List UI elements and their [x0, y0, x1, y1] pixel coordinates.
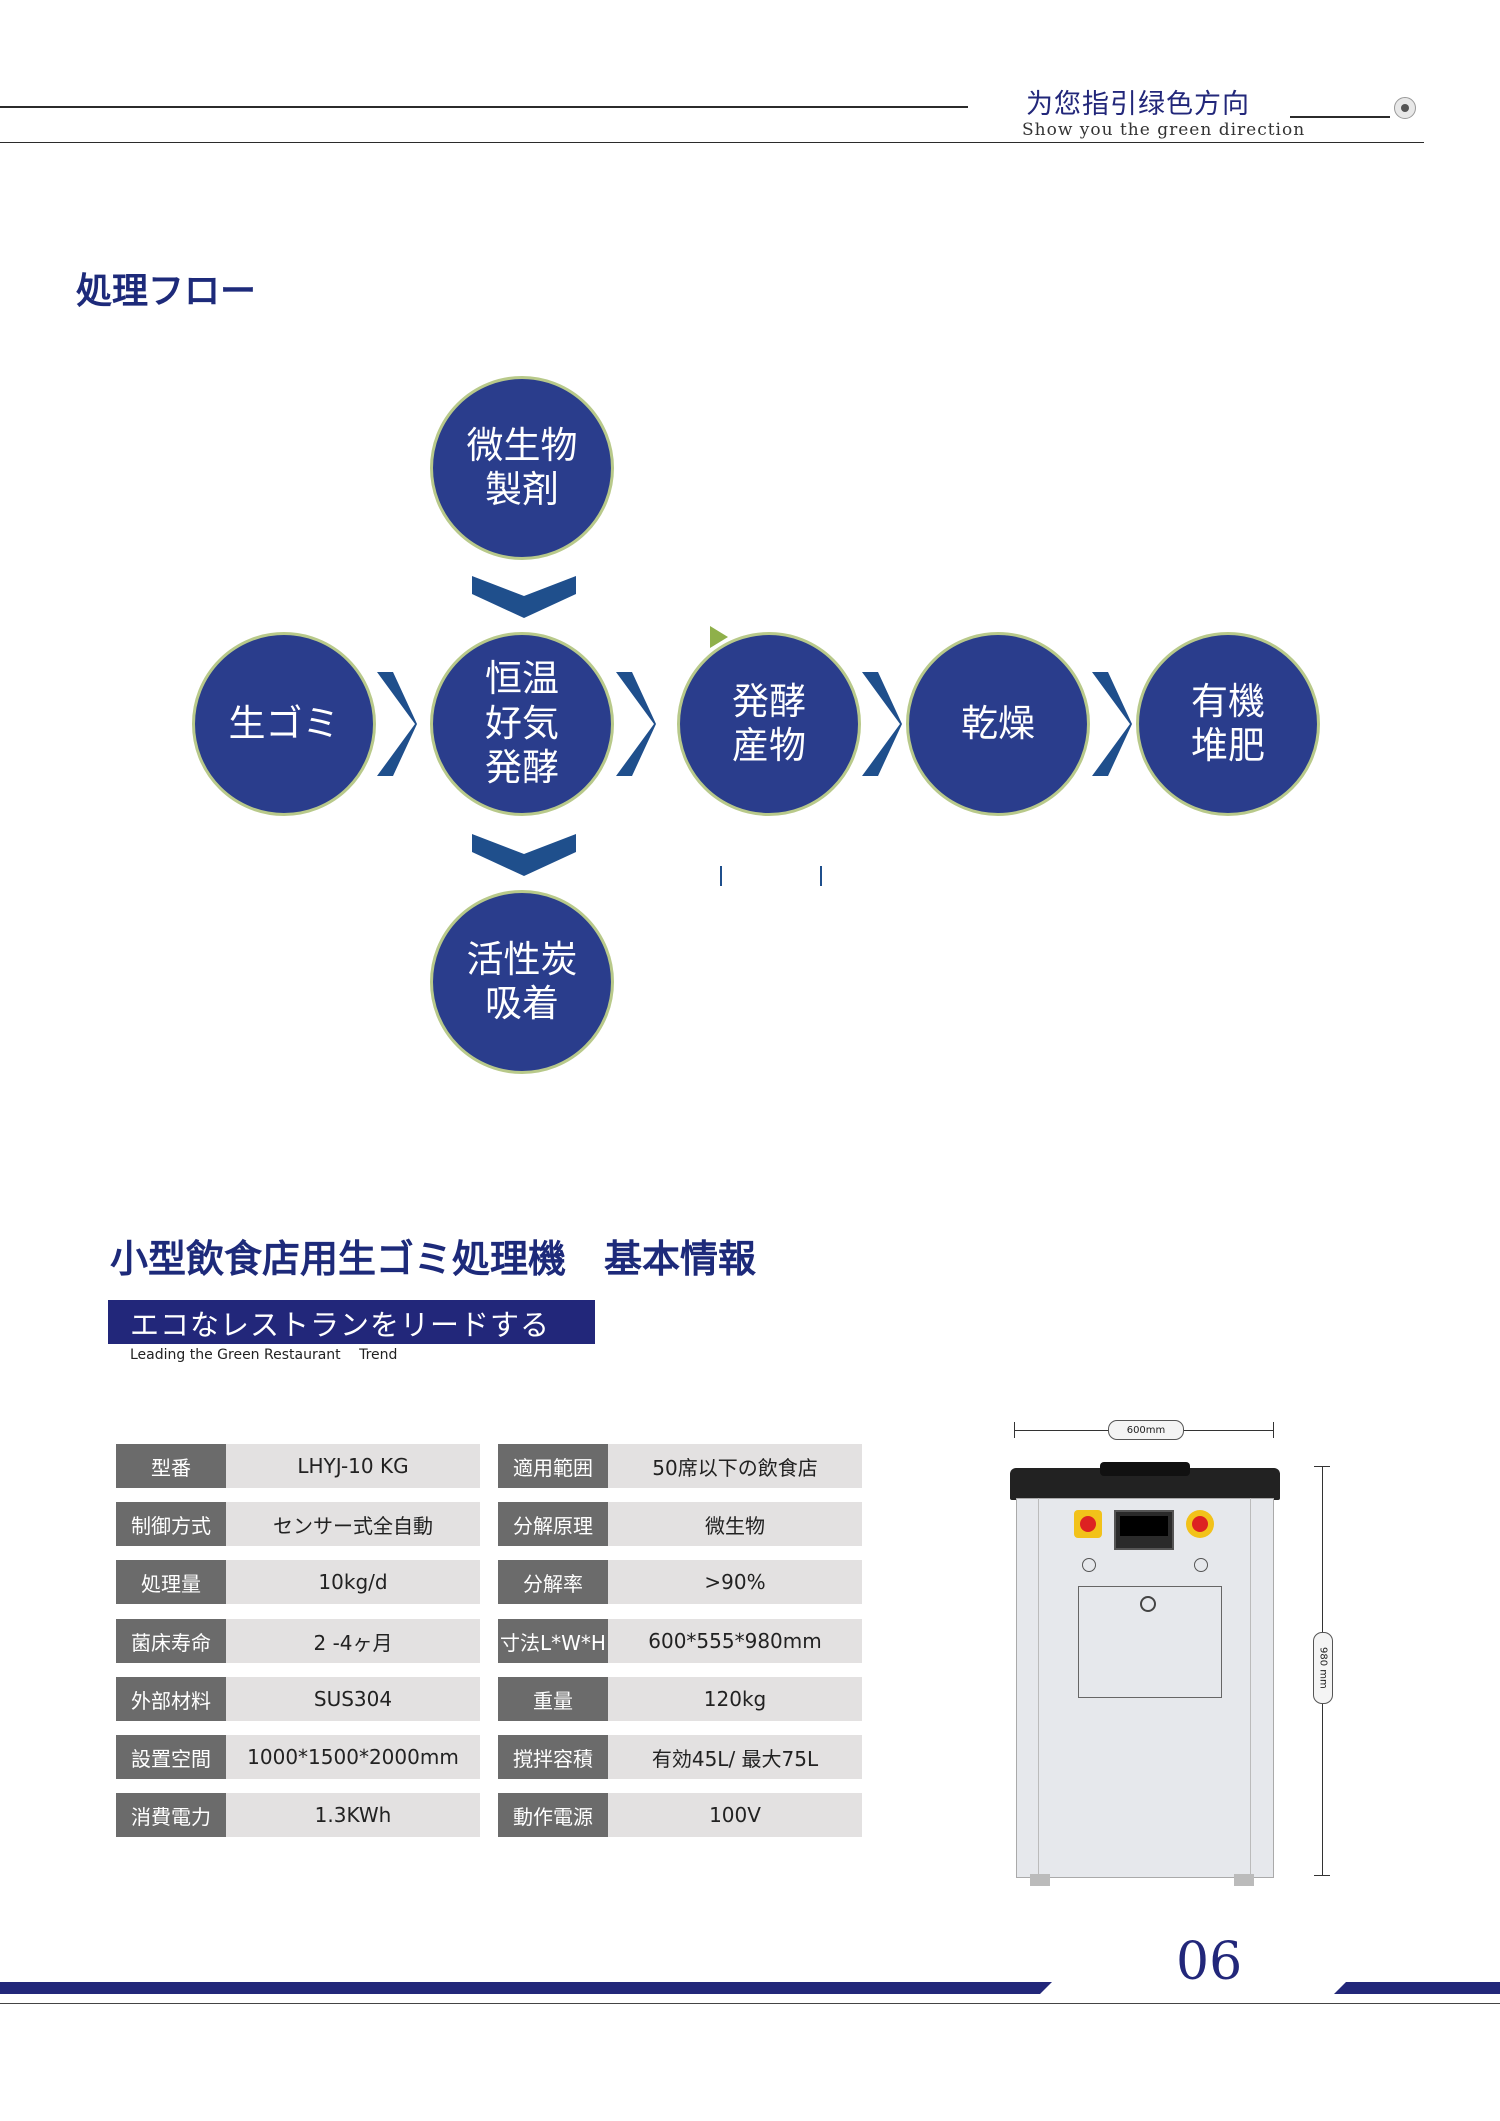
dimension-tick [1273, 1422, 1274, 1438]
info-section-title: 小型飲食店用生ゴミ処理機 基本情報 [110, 1237, 757, 1281]
spec-label: 撹拌容積 [498, 1735, 608, 1779]
spec-label: 適用範囲 [498, 1444, 608, 1488]
spec-value: 600*555*980mm [608, 1619, 862, 1663]
flow-node-product: 発酵 産物 [677, 632, 861, 816]
spec-label: 動作電源 [498, 1793, 608, 1837]
spec-label: 消費電力 [116, 1793, 226, 1837]
width-label: 600mm [1108, 1420, 1184, 1440]
spec-label: 菌床寿命 [116, 1619, 226, 1663]
spec-value: LHYJ-10 KG [226, 1444, 480, 1488]
spec-label: 重量 [498, 1677, 608, 1721]
flow-node-label: 微生物 製剤 [466, 423, 578, 511]
spec-value: 1.3KWh [226, 1793, 480, 1837]
spec-value: 120kg [608, 1677, 862, 1721]
machine-handle [1100, 1462, 1190, 1476]
lock-icon [1140, 1596, 1156, 1612]
flow-node-label: 恒温 好気 発酵 [485, 657, 559, 790]
spec-label: 分解原理 [498, 1502, 608, 1546]
spec-label: 型番 [116, 1444, 226, 1488]
display-screen [1120, 1516, 1168, 1536]
header-slogan-jp: 为您指引绿色方向 [1026, 89, 1250, 120]
subtitle-jp: エコなレストランをリードする [130, 1308, 551, 1342]
flow-node-label: 有機 堆肥 [1191, 679, 1265, 767]
flow-node-compost: 有機 堆肥 [1136, 632, 1320, 816]
spec-value: 10kg/d [226, 1560, 480, 1604]
machine-illustration: 600mm 980 mm [1000, 1418, 1333, 1898]
height-label: 980 mm [1313, 1632, 1333, 1704]
spec-label: 処理量 [116, 1560, 226, 1604]
chevron-down-icon [472, 576, 576, 618]
tick-mark [720, 866, 722, 886]
spec-label: 分解率 [498, 1560, 608, 1604]
spec-value: センサー式全自動 [226, 1502, 480, 1546]
header-rule-short [1290, 116, 1390, 118]
chevron-right-icon [1092, 672, 1132, 776]
spec-value: SUS304 [226, 1677, 480, 1721]
spec-value: 1000*1500*2000mm [226, 1735, 480, 1779]
triangle-marker-icon [710, 626, 728, 648]
flow-node-label: 乾燥 [961, 701, 1035, 745]
machine-foot [1234, 1874, 1254, 1886]
tick-mark [820, 866, 822, 886]
footer-rule [0, 2003, 1500, 2004]
spec-value: 50席以下の飲食店 [608, 1444, 862, 1488]
spec-value: >90% [608, 1560, 862, 1604]
chevron-right-icon [377, 672, 417, 776]
flow-node-fermentation: 恒温 好気 発酵 [430, 632, 614, 816]
header-slogan-en: Show you the green direction [1022, 120, 1306, 140]
header-dot-icon [1394, 97, 1416, 119]
spec-label: 設置空間 [116, 1735, 226, 1779]
subtitle-en: Leading the Green Restaurant Trend [130, 1347, 398, 1363]
machine-body [1016, 1498, 1274, 1878]
spec-value: 2 -4ヶ月 [226, 1619, 480, 1663]
flow-node-charcoal: 活性炭 吸着 [430, 890, 614, 1074]
flow-node-label: 生ゴミ [228, 701, 340, 745]
footer-bar [0, 1982, 1500, 1994]
subtitle-bar [108, 1300, 595, 1344]
switch-knob-icon [1080, 1516, 1096, 1532]
flow-node-label: 発酵 産物 [732, 679, 806, 767]
spec-value: 有効45L/ 最大75L [608, 1735, 862, 1779]
indicator-icon [1194, 1558, 1208, 1572]
header-rule-bottom [0, 142, 1424, 143]
dimension-tick [1014, 1422, 1015, 1438]
flow-node-drying: 乾燥 [906, 632, 1090, 816]
machine-foot [1030, 1874, 1050, 1886]
chevron-down-icon [472, 834, 576, 876]
header-rule-top [0, 106, 968, 108]
chevron-right-icon [862, 672, 902, 776]
indicator-icon [1082, 1558, 1096, 1572]
page-number: 06 [1176, 1932, 1243, 1992]
flow-node-microbe: 微生物 製剤 [430, 376, 614, 560]
dimension-tick [1314, 1466, 1330, 1467]
flow-node-label: 活性炭 吸着 [466, 937, 578, 1025]
spec-label: 制御方式 [116, 1502, 226, 1546]
spec-value: 微生物 [608, 1502, 862, 1546]
chevron-right-icon [616, 672, 656, 776]
dimension-tick [1314, 1875, 1330, 1876]
flow-node-garbage: 生ゴミ [192, 632, 376, 816]
spec-label: 外部材料 [116, 1677, 226, 1721]
machine-seam [1038, 1498, 1039, 1878]
machine-door [1078, 1586, 1222, 1698]
spec-value: 100V [608, 1793, 862, 1837]
machine-seam [1250, 1498, 1251, 1878]
stop-knob-icon [1192, 1516, 1208, 1532]
spec-label: 寸法L*W*H [498, 1619, 608, 1663]
flow-section-title: 処理フロー [76, 271, 257, 312]
